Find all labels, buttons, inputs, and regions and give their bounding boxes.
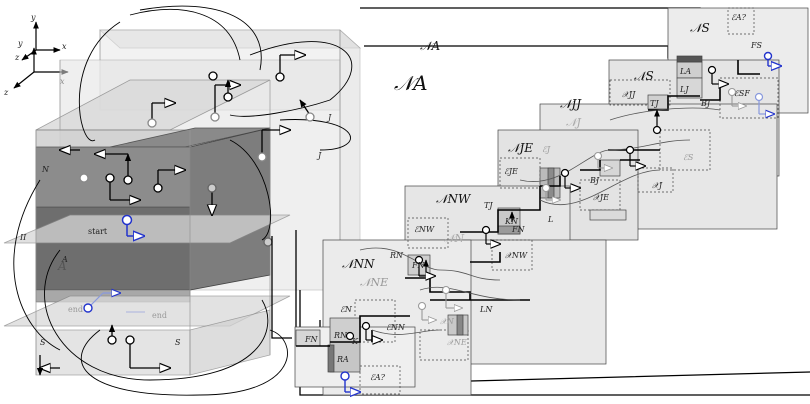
tree-nodes bbox=[345, 65, 717, 341]
label-NJE: 𝒩JE bbox=[508, 141, 533, 155]
label-K: K bbox=[351, 337, 359, 346]
label-XJ: 𝒳J bbox=[652, 181, 663, 190]
label-XJJ: 𝒳JJ bbox=[622, 90, 636, 99]
cube-label-S-left: S bbox=[40, 338, 46, 347]
label-ES: ℰS bbox=[683, 153, 694, 162]
label-TJ2: TJ bbox=[484, 201, 493, 210]
label-NN-faded: 𝒩N bbox=[444, 232, 465, 245]
label-FN: FN bbox=[304, 335, 319, 344]
cube-arrows bbox=[36, 55, 311, 376]
end-label-right: end bbox=[152, 311, 167, 320]
label-NNE: 𝒩NE bbox=[360, 276, 388, 289]
cube-label-S-right: S bbox=[175, 338, 181, 347]
label-XN-faded: 𝒳N bbox=[440, 317, 455, 326]
label-TJ: TJ bbox=[650, 99, 659, 108]
label-XNW: 𝒳NW bbox=[505, 251, 528, 260]
label-NA-big: 𝒩A bbox=[394, 71, 428, 95]
cube-label-II: II bbox=[19, 233, 27, 242]
cube-label-J-top: J bbox=[326, 113, 332, 122]
tree-nodes-grey bbox=[417, 87, 737, 311]
end-marker bbox=[83, 293, 145, 313]
tree-boxes bbox=[294, 7, 809, 396]
label-NS-top: 𝒩S bbox=[690, 21, 710, 35]
label-LJ: LJ bbox=[679, 85, 689, 94]
cube-nodes bbox=[79, 71, 315, 345]
axis-label-z: z bbox=[14, 53, 20, 62]
label-FN-mid: FN bbox=[511, 225, 526, 234]
label-FN-box: FN bbox=[411, 261, 426, 270]
label-NNW: 𝒩NW bbox=[436, 192, 472, 206]
label-NJ-faded: 𝒩J bbox=[566, 116, 582, 129]
start-label: start bbox=[88, 227, 108, 236]
cube-label-A-shadow: A bbox=[57, 259, 67, 273]
label-RN-top: RN bbox=[389, 251, 404, 260]
label-XNE: 𝒳NE bbox=[447, 338, 467, 347]
label-ENW: ℰNW bbox=[414, 225, 435, 234]
plane-end bbox=[3, 295, 291, 327]
label-EJ: ℰJ bbox=[542, 145, 551, 154]
label-NA-top: 𝒩A bbox=[420, 39, 440, 53]
label-LN: LN bbox=[479, 305, 493, 314]
coordinate-axes bbox=[13, 21, 69, 89]
cube-label-N: N bbox=[41, 165, 50, 174]
tree-blue-markers bbox=[340, 51, 781, 393]
label-NJJ: 𝒩JJ bbox=[560, 97, 582, 111]
axis-label-y2: y bbox=[17, 39, 23, 48]
label-LA: LA bbox=[679, 67, 691, 76]
cube-label-J-mid: J bbox=[316, 151, 322, 160]
axis-label-z2: z bbox=[3, 88, 9, 97]
cube-edges bbox=[35, 30, 341, 375]
cube-label-A: A bbox=[61, 255, 68, 264]
axis-label-x: x bbox=[62, 42, 67, 51]
label-EA-bottom: ℰA? bbox=[370, 373, 386, 382]
label-EN: ℰN bbox=[340, 305, 353, 314]
label-KN: KN bbox=[504, 217, 519, 226]
label-NNN: 𝒩NN bbox=[342, 257, 375, 271]
label-BJ-top: BJ bbox=[700, 99, 711, 108]
label-ENN: ℰNN bbox=[386, 323, 406, 332]
cube-loop-arrows bbox=[13, 5, 353, 396]
plane-II bbox=[3, 214, 291, 244]
label-BJ: BJ bbox=[589, 176, 600, 185]
stacked-cube bbox=[3, 29, 362, 376]
dark-block-side bbox=[189, 127, 271, 291]
label-EA-top: ℰA? bbox=[731, 13, 747, 22]
label-EJE: ℰJE bbox=[504, 167, 518, 176]
label-L: L bbox=[547, 215, 553, 224]
label-ESF: ℰSF bbox=[734, 89, 750, 98]
label-RA: RA bbox=[336, 355, 349, 364]
label-XJE: 𝒳JE bbox=[593, 193, 609, 202]
label-FS: FS bbox=[750, 41, 763, 50]
label-RN: RN bbox=[333, 331, 348, 340]
start-marker bbox=[121, 214, 145, 237]
end-label-left: end bbox=[68, 305, 83, 314]
label-NS-mid: 𝒩S bbox=[634, 69, 654, 83]
axis-label-y: y bbox=[30, 13, 36, 22]
